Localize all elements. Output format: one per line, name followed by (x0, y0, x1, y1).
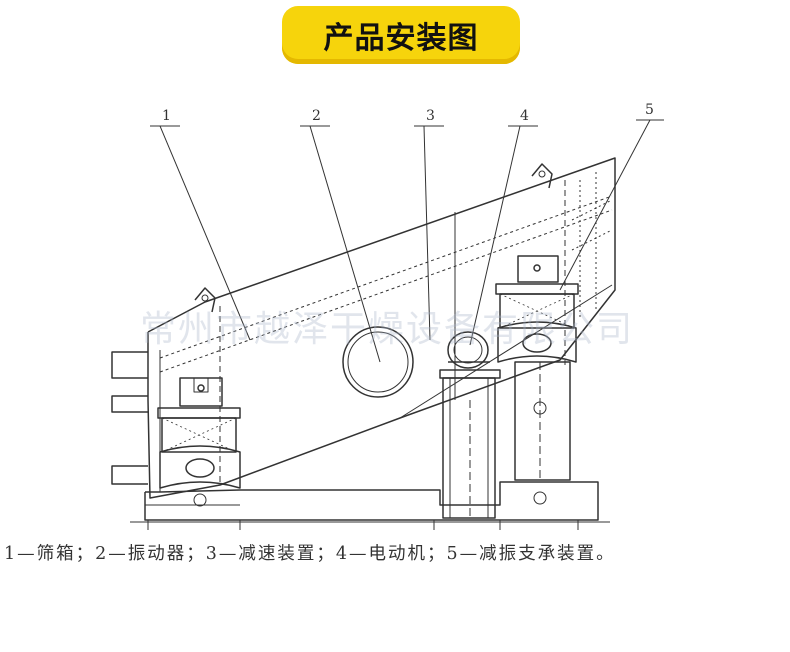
dimension-ticks (147, 520, 579, 530)
base-frame (130, 481, 610, 523)
callout-3: 3 (426, 108, 435, 124)
title-banner: 产品安装图 (282, 6, 520, 64)
figure-caption: 1—筛箱；2—振动器；3—减速装置；4—电动机；5—减振支承装置。 (4, 544, 616, 564)
discharge-plates (111, 351, 148, 485)
screen-box (147, 157, 616, 499)
callout-2: 2 (312, 108, 321, 124)
callout-1: 1 (162, 108, 171, 124)
page-title: 产品安装图 (323, 21, 479, 56)
watermark: 常州市越泽干燥设备有限公司 (140, 309, 635, 350)
left-spring-support (157, 377, 241, 489)
right-spring-support (495, 255, 579, 363)
lifting-lugs (194, 163, 553, 313)
vibrator (342, 326, 414, 398)
motor-pedestal (442, 377, 496, 519)
callout-4: 4 (520, 108, 529, 124)
right-support-column (514, 361, 571, 481)
leader-lines (150, 119, 664, 363)
callout-5: 5 (645, 102, 654, 118)
